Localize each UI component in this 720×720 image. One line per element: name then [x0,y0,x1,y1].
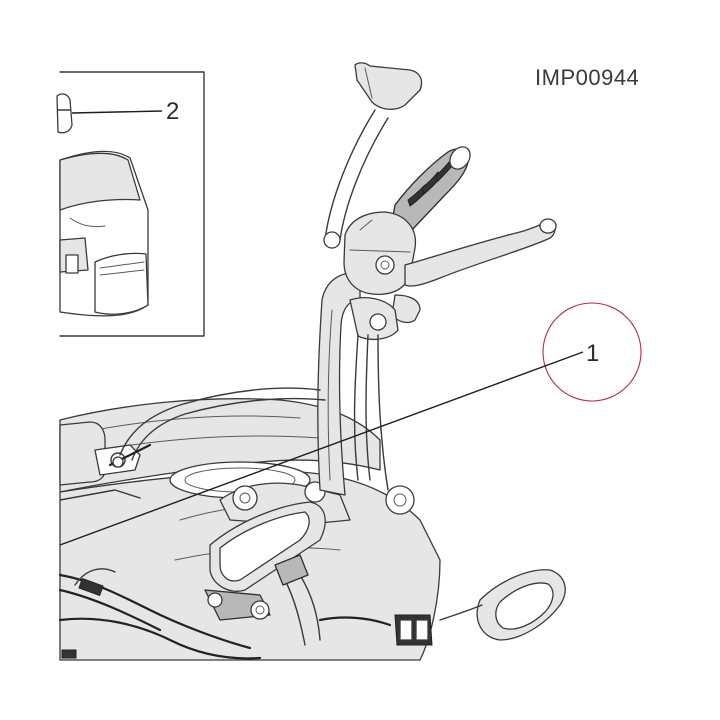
callout-1-leader-line [59,351,584,546]
callout-2: 2 [71,98,179,125]
figure-reference-code: IMP00944 [535,65,639,90]
right-switch-housing [343,211,417,296]
callout-1-number: 1 [586,340,599,367]
fuse-component [56,93,73,134]
control-cables [108,334,389,491]
motorcycle-front-assembly [58,62,566,661]
instrument-cluster [204,501,326,621]
rear-view-mirror [323,62,423,249]
fuse-box-component [59,150,149,317]
callout-1-highlight-circle [542,302,642,402]
callout-2-number: 2 [166,98,179,125]
callout-2-leader-line [71,110,163,114]
wiring-connector [274,554,433,646]
callout-1: 1 [59,302,642,546]
detail-inset [56,71,205,337]
throttle-grip [391,146,471,236]
wiring-harness [58,568,392,660]
turn-indicator [439,569,566,641]
front-brake-lever [391,218,557,324]
brake-master-cylinder [349,297,399,341]
